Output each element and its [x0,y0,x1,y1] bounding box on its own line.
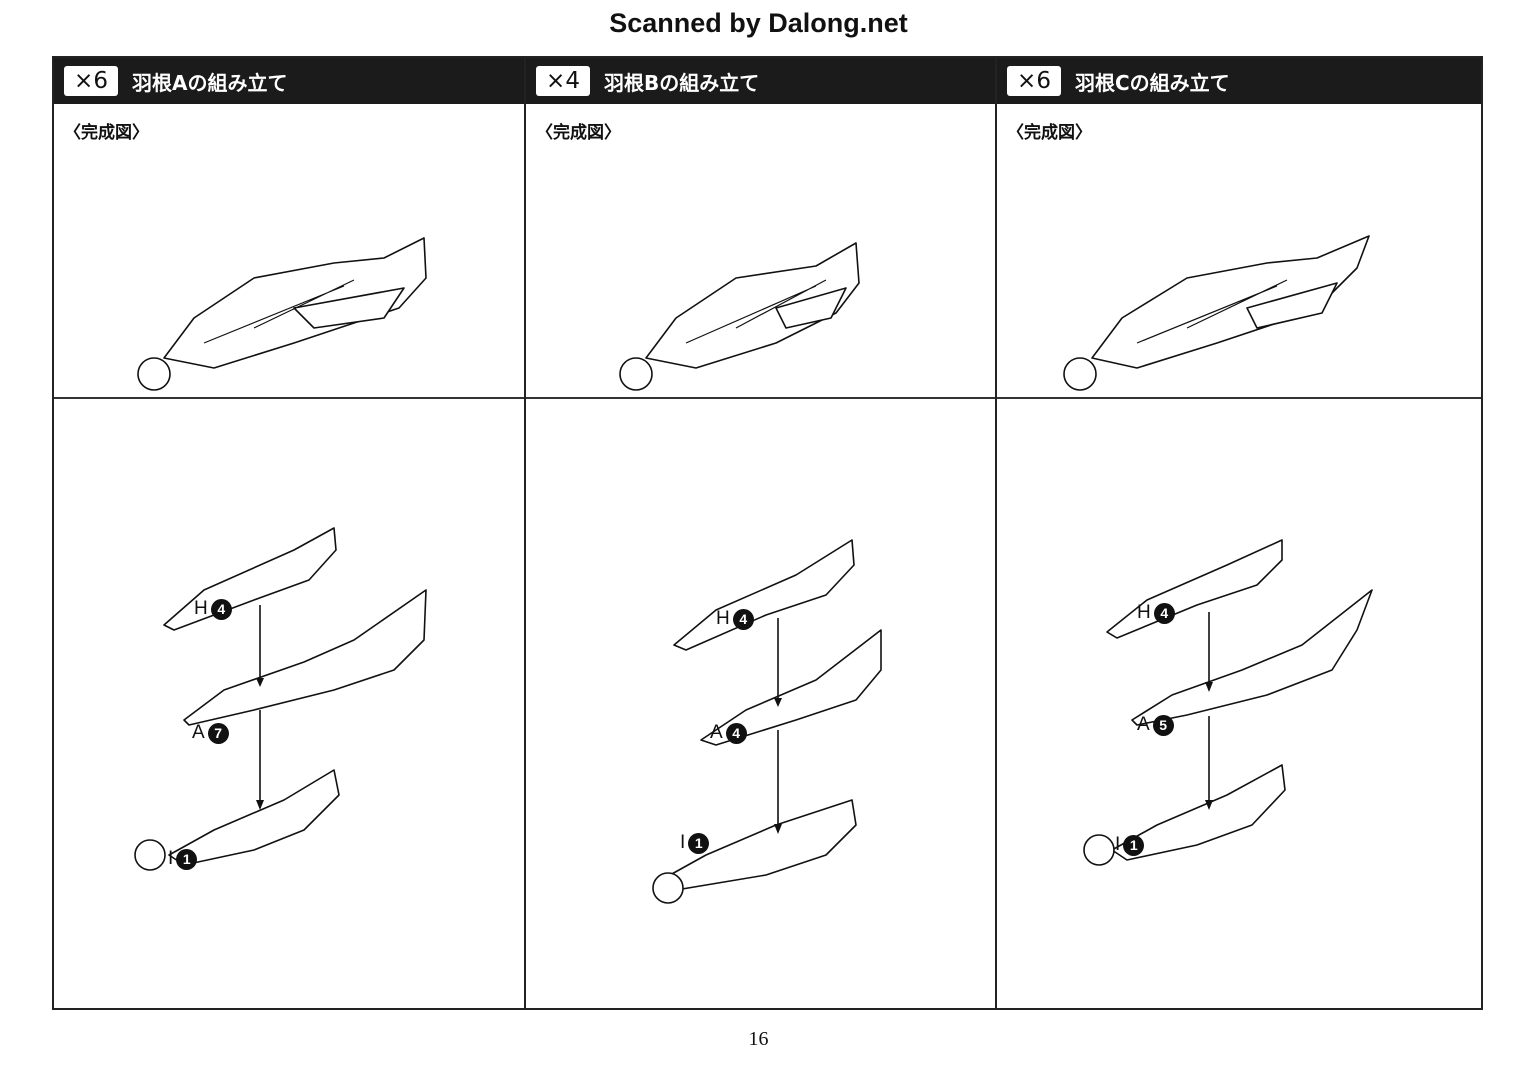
part-number-badge: 4 [1153,602,1175,624]
part-label-h: H 4 [716,608,754,630]
panel-wing-b: ×4 羽根Bの組み立て 〈完成図〉 H 4 A 4 [524,56,1012,1010]
assembly-exploded-figure: H 4 A 5 I 1 [997,400,1481,1008]
panel-header: ×4 羽根Bの組み立て [526,58,1010,104]
section-divider [997,397,1481,399]
part-label-a: A 5 [1137,714,1174,736]
part-label-h: H 4 [194,598,232,620]
completed-wing-figure [997,168,1481,396]
part-label-a: A 7 [192,722,229,744]
part-label-i: I 1 [1115,834,1145,856]
part-number-badge: 1 [176,848,198,870]
panel-title: 羽根Bの組み立て [604,70,760,95]
part-label-i: I 1 [168,848,198,870]
completed-figure-label: 〈完成図〉 [64,123,149,143]
part-label-i: I 1 [680,832,710,854]
quantity-badge: ×6 [64,66,118,96]
part-number-badge: 4 [210,598,232,620]
completed-figure-label: 〈完成図〉 [1007,123,1092,143]
part-number-badge: 1 [1123,834,1145,856]
panel-wing-c: ×6 羽根Cの組み立て 〈完成図〉 H 4 A 5 [995,56,1483,1010]
panel-header: ×6 羽根Cの組み立て [997,58,1481,104]
quantity-badge: ×4 [536,66,590,96]
part-number-badge: 4 [732,608,754,630]
completed-figure-label: 〈完成図〉 [536,123,621,143]
section-divider [526,397,1010,399]
part-number-badge: 5 [1152,714,1174,736]
section-divider [54,397,538,399]
completed-wing-figure [526,168,1010,396]
part-number-badge: 4 [725,722,747,744]
panel-header: ×6 羽根Aの組み立て [54,58,538,104]
part-number-badge: 1 [688,832,710,854]
part-label-h: H 4 [1137,602,1175,624]
part-label-a: A 4 [710,722,747,744]
panel-title: 羽根Cの組み立て [1075,70,1230,95]
part-number-badge: 7 [207,722,229,744]
quantity-badge: ×6 [1007,66,1061,96]
panel-title: 羽根Aの組み立て [132,70,288,95]
assembly-exploded-figure: H 4 A 7 I 1 [54,400,538,1008]
panel-wing-a: ×6 羽根Aの組み立て 〈完成図〉 H 4 A 7 [52,56,540,1010]
completed-wing-figure [54,168,538,396]
scan-watermark-header: Scanned by Dalong.net [609,8,908,38]
assembly-exploded-figure: H 4 A 4 I 1 [526,400,1010,1008]
page-number: 16 [748,1028,769,1050]
